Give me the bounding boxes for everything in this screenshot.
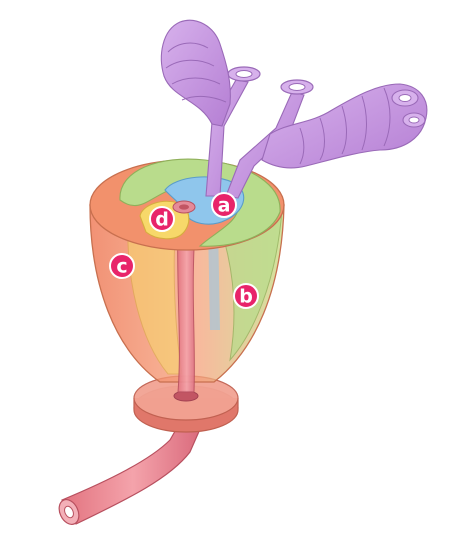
cup-body <box>89 170 285 393</box>
svg-text:d: d <box>155 209 169 231</box>
ascending-ducts <box>205 66 314 199</box>
label-d: d <box>149 206 175 232</box>
base-plate <box>133 375 239 433</box>
coiled-tubule-right <box>261 83 428 169</box>
label-a: a <box>211 192 237 218</box>
svg-text:c: c <box>116 256 127 278</box>
label-b: b <box>233 283 259 309</box>
svg-text:a: a <box>218 195 231 217</box>
label-c: c <box>109 253 135 279</box>
top-surface <box>89 158 285 251</box>
coiled-tubule-left <box>160 19 231 127</box>
svg-text:b: b <box>239 286 253 308</box>
